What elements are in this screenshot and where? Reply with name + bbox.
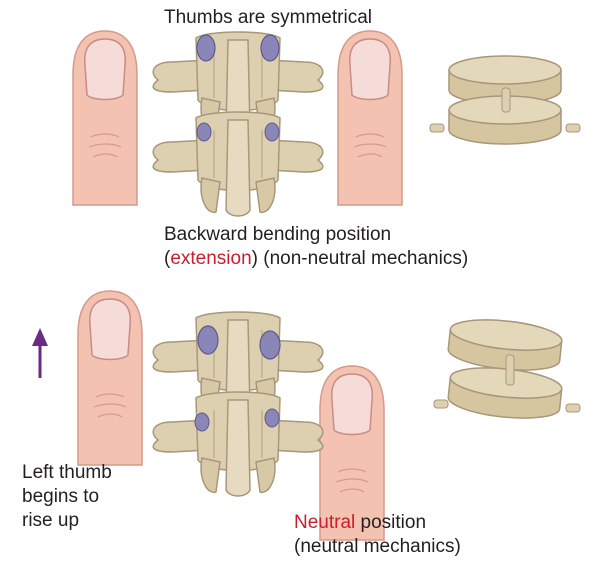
left-note-line-3: rise up [22,510,80,531]
extension-keyword: extension [170,248,252,269]
neutral-keyword: Neutral [294,512,356,533]
top-left-thumb [72,30,138,206]
left-note-line-1: Left thumb [22,462,112,483]
left-note-line-2: begins to [22,486,100,507]
top-discs [429,55,581,145]
top-caption-line2: (extension) (non-neutral mechanics) [164,247,468,271]
bottom-left-thumb-raised [77,290,143,466]
facet-joint-left [196,34,216,62]
bottom-caption-rest: position [355,512,427,533]
top-caption-rest: ) (non-neutral mechanics) [251,248,469,269]
top-caption-open: ( [164,248,171,269]
top-spine [152,31,324,217]
bottom-discs-tilted [433,314,581,424]
bottom-caption-line2: (neutral mechanics) [294,536,461,557]
top-right-thumb [337,30,403,206]
facet-joint-right [260,34,280,62]
top-caption-line1: Backward bending position [164,224,392,245]
top-title: Thumbs are symmetrical [164,7,372,28]
bottom-spine [152,311,324,497]
rise-up-arrow-icon [32,328,48,378]
bottom-caption-line1: Neutral position [294,511,426,535]
